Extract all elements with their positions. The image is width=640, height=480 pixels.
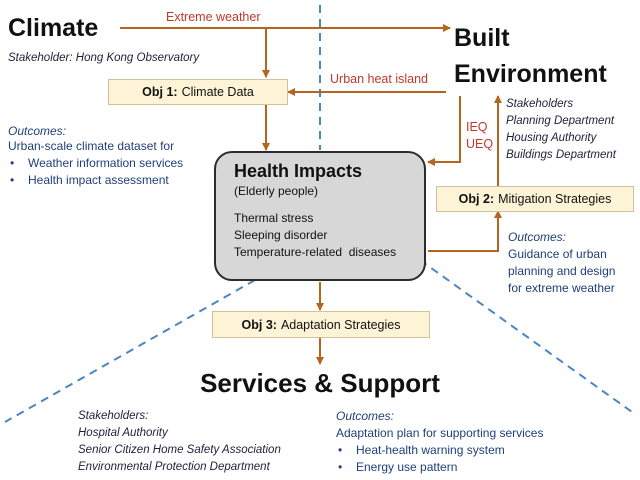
built-stakeholders: Stakeholders Planning Department Housing… <box>506 96 616 164</box>
list-item: Senior Citizen Home Safety Association <box>78 444 281 456</box>
list-item: Planning Department <box>506 115 615 127</box>
mitigation-outcomes: Outcomes: Guidance of urban planning and… <box>508 229 615 297</box>
objective-3-text: Adaptation Strategies <box>280 317 401 332</box>
list-item: for extreme weather <box>508 281 615 295</box>
built-title-line1: Built <box>454 24 510 52</box>
built-title-line2: Environment <box>454 60 607 88</box>
arrow-health-to-obj2 <box>428 210 502 252</box>
list-item: Hospital Authority <box>78 427 168 439</box>
list-item: planning and design <box>508 264 616 278</box>
objective-3-box: Obj 3: Adaptation Strategies <box>212 311 430 338</box>
list-item: Weather information services <box>8 155 183 172</box>
label-urban-heat-island: Urban heat island <box>330 72 428 86</box>
objective-1-text: Climate Data <box>181 85 254 99</box>
label-extreme-weather: Extreme weather <box>166 10 261 24</box>
climate-title: Climate <box>8 14 99 42</box>
list-item: Housing Authority <box>506 132 597 144</box>
arrow-ieq-ueq <box>427 96 461 166</box>
services-stakeholders-label: Stakeholders: <box>78 410 149 422</box>
objective-1-label: Obj 1: <box>142 85 178 99</box>
objective-2-label: Obj 2: <box>458 192 495 206</box>
services-outcomes-text: Adaptation plan for supporting services <box>336 426 544 440</box>
list-item: Environmental Protection Department <box>78 461 270 473</box>
list-item: Heat-health warning system <box>336 442 543 459</box>
climate-outcomes: Outcomes: Urban-scale climate dataset fo… <box>8 124 183 189</box>
climate-outcomes-list: Weather information services Health impa… <box>8 155 183 189</box>
services-outcomes: Outcomes: Adaptation plan for supporting… <box>336 408 543 476</box>
divider-left <box>4 279 256 423</box>
health-impacts-subtitle: (Elderly people) <box>234 184 319 198</box>
services-title: Services & Support <box>200 368 440 398</box>
services-stakeholders: Stakeholders: Hospital Authority Senior … <box>78 408 281 476</box>
label-ieq: IEQ <box>466 120 488 134</box>
objective-3-label: Obj 3: <box>241 317 277 332</box>
health-impacts-box: Health Impacts (Elderly people) Thermal … <box>214 151 426 281</box>
health-impacts-list: Thermal stress Sleeping disorder Tempera… <box>234 210 406 261</box>
health-impacts-title: Health Impacts <box>234 161 363 181</box>
climate-outcomes-text: Urban-scale climate dataset for <box>8 139 175 153</box>
list-item: Stakeholders <box>506 98 574 110</box>
list-item: Sleeping disorder <box>234 228 328 242</box>
climate-stakeholder: Stakeholder: Hong Kong Observatory <box>8 52 200 64</box>
divider-right <box>419 259 633 413</box>
mitigation-outcomes-label: Outcomes: <box>508 230 567 244</box>
label-ueq: UEQ <box>466 137 494 151</box>
list-item: Thermal stress <box>234 211 314 225</box>
list-item: Energy use pattern <box>336 459 543 476</box>
climate-outcomes-label: Outcomes: <box>8 124 67 138</box>
services-outcomes-label: Outcomes: <box>336 409 395 423</box>
list-item: Temperature-related diseases <box>234 245 397 259</box>
objective-2-text: Mitigation Strategies <box>498 192 612 206</box>
objective-1-box: Obj 1: Climate Data <box>108 79 288 105</box>
list-item: Guidance of urban <box>508 247 607 261</box>
services-outcomes-list: Heat-health warning system Energy use pa… <box>336 442 543 476</box>
objective-2-box: Obj 2: Mitigation Strategies <box>436 186 634 212</box>
list-item: Buildings Department <box>506 149 616 161</box>
list-item: Health impact assessment <box>8 172 183 189</box>
